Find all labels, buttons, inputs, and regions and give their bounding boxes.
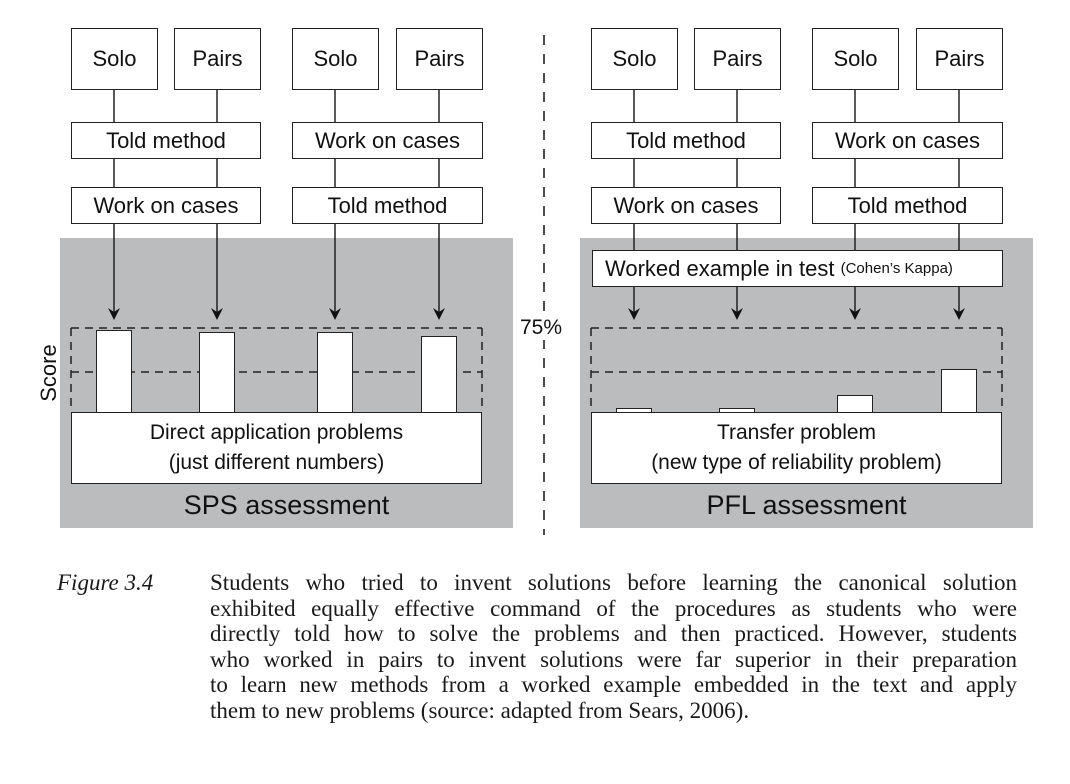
pfl-condition-box-2-text: Pairs bbox=[712, 46, 763, 71]
pfl-group2-step1-box: Work on cases bbox=[812, 122, 1003, 159]
sps-arrow-head-2 bbox=[211, 308, 223, 320]
sps-group1-step1-box: Told method bbox=[71, 122, 261, 159]
sps-panel-label: SPS assessment bbox=[183, 490, 390, 520]
pfl-condition-box-3-text: Solo bbox=[833, 46, 878, 71]
worked-example-text: Worked example in test bbox=[605, 255, 835, 281]
sps-group1-step2-box-text: Work on cases bbox=[93, 192, 239, 218]
pfl-problem-line2: (new type of reliability problem) bbox=[651, 451, 942, 474]
caption-line: to learn new methods from a worked examp… bbox=[210, 672, 1017, 697]
sps-condition-box-2-text: Pairs bbox=[192, 46, 243, 71]
pfl-condition-box-4: Pairs bbox=[916, 28, 1003, 90]
caption-line: Students who tried to invent solutions b… bbox=[210, 570, 1017, 595]
pfl-group2-step2-box: Told method bbox=[812, 187, 1003, 224]
pfl-group2-step1-box-text: Work on cases bbox=[834, 127, 981, 153]
pfl-bar-3 bbox=[837, 395, 873, 412]
sps-condition-box-1-text: Solo bbox=[92, 46, 137, 71]
sps-group2-step2-box: Told method bbox=[292, 187, 483, 224]
sps-problem-line1: Direct application problems bbox=[149, 421, 404, 444]
caption-line: exhibited equally effective command of t… bbox=[210, 595, 1017, 621]
pfl-group2-step2-box-text: Told method bbox=[847, 192, 968, 218]
caption-line: directly told how to solve the problems … bbox=[210, 621, 1017, 646]
pfl-bar-2 bbox=[719, 407, 755, 412]
pfl-arrow-head-2 bbox=[731, 308, 743, 320]
pfl-group1-step1-box: Told method bbox=[591, 122, 781, 159]
sps-condition-box-1: Solo bbox=[71, 28, 158, 90]
pfl-bar-4 bbox=[941, 369, 977, 412]
pfl-arrow-head-4 bbox=[953, 308, 965, 320]
sps-arrow-head-3 bbox=[329, 308, 341, 320]
pfl-problem-line1: Transfer problem bbox=[716, 421, 877, 444]
figure-caption: Figure 3.4 Students who tried to invent … bbox=[57, 570, 1017, 723]
pfl-condition-box-4-text: Pairs bbox=[934, 46, 985, 71]
sps-problem-line2: (just different numbers) bbox=[168, 451, 385, 474]
sps-arrow-head-1 bbox=[108, 308, 120, 320]
caption-label: Figure 3.4 bbox=[57, 570, 154, 595]
sps-bar-3 bbox=[317, 332, 353, 412]
sps-group2-step1-box: Work on cases bbox=[292, 122, 483, 159]
y-axis-label: Score bbox=[36, 344, 61, 402]
pfl-condition-box-2: Pairs bbox=[694, 28, 781, 90]
sps-arrow-head-4 bbox=[433, 308, 445, 320]
caption-line: who worked in pairs to invent solutions … bbox=[210, 646, 1017, 672]
sps-group1-step1-box-text: Told method bbox=[106, 127, 226, 153]
sps-bar-1 bbox=[96, 330, 132, 412]
caption-line: them to new problems (source: adapted fr… bbox=[210, 697, 750, 723]
worked-example-box: Worked example in test (Cohen’s Kappa) bbox=[592, 250, 1003, 287]
reference-label: 75% bbox=[518, 316, 565, 340]
worked-example-note: (Cohen’s Kappa) bbox=[840, 260, 953, 277]
sps-group1-step2-box: Work on cases bbox=[71, 187, 261, 224]
sps-condition-box-2: Pairs bbox=[174, 28, 261, 90]
pfl-arrow-head-3 bbox=[849, 308, 861, 320]
sps-condition-box-4-text: Pairs bbox=[414, 46, 465, 71]
caption-body: Students who tried to invent solutions b… bbox=[210, 570, 1017, 723]
pfl-arrow-head-1 bbox=[628, 308, 640, 320]
pfl-condition-box-3: Solo bbox=[812, 28, 899, 90]
sps-condition-box-3: Solo bbox=[292, 28, 379, 90]
pfl-bar-1 bbox=[616, 407, 652, 412]
sps-group2-step2-box-text: Told method bbox=[327, 192, 448, 218]
sps-group2-step1-box-text: Work on cases bbox=[314, 127, 461, 153]
sps-problem-box: Direct application problems (just differ… bbox=[71, 412, 482, 484]
pfl-condition-box-1-text: Solo bbox=[612, 46, 657, 71]
sps-condition-box-4: Pairs bbox=[396, 28, 483, 90]
sps-bar-4 bbox=[421, 335, 457, 412]
pfl-group1-step2-box-text: Work on cases bbox=[613, 192, 759, 218]
pfl-panel-label: PFL assessment bbox=[706, 490, 907, 520]
pfl-condition-box-1: Solo bbox=[591, 28, 678, 90]
diagram-lines bbox=[70, 35, 1003, 535]
pfl-problem-box: Transfer problem (new type of reliabilit… bbox=[591, 412, 1002, 484]
sps-condition-box-3-text: Solo bbox=[313, 46, 358, 71]
pfl-group1-step1-box-text: Told method bbox=[626, 127, 746, 153]
sps-bar-2 bbox=[199, 332, 235, 412]
pfl-group1-step2-box: Work on cases bbox=[591, 187, 781, 224]
